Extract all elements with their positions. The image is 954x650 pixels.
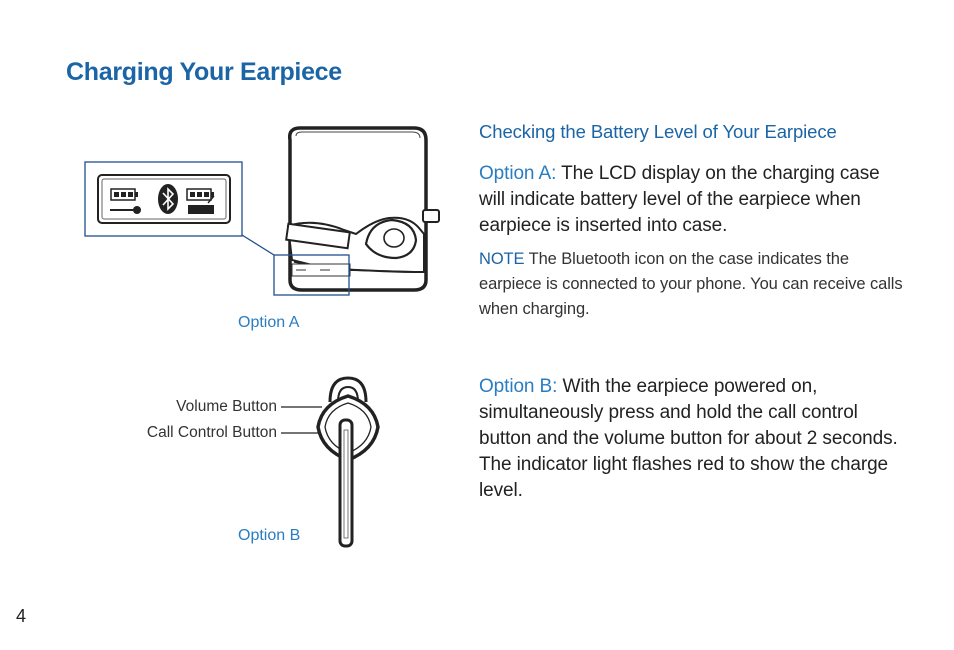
option-b-caption: Option B: [238, 527, 301, 544]
option-b-paragraph: Option B: With the earpiece powered on, …: [479, 374, 909, 504]
battery-icon: [110, 188, 138, 201]
note-paragraph: NOTE The Bluetooth icon on the case indi…: [479, 247, 909, 322]
charging-case-icon: [285, 126, 440, 292]
option-a-caption: Option A: [238, 314, 300, 331]
bluetooth-icon: [158, 184, 178, 214]
section-heading: Checking the Battery Level of Your Earpi…: [479, 121, 837, 142]
call-control-button-callout: Call Control Button: [146, 424, 277, 441]
charging-case-illustration: [84, 126, 440, 296]
option-a-label: Option A:: [479, 163, 557, 184]
earpiece-illustration: [281, 376, 380, 548]
note-text: The Bluetooth icon on the case indicates…: [479, 250, 903, 318]
option-a-paragraph: Option A: The LCD display on the chargin…: [479, 161, 909, 239]
page-title: Charging Your Earpiece: [66, 58, 342, 86]
battery-icon: [186, 188, 214, 201]
option-a-text: The LCD display on the charging case wil…: [479, 163, 880, 236]
volume-button-callout: Volume Button: [176, 398, 277, 415]
note-label: NOTE: [479, 250, 525, 268]
page-number: 4: [16, 606, 27, 626]
option-b-label: Option B:: [479, 376, 558, 397]
option-b-text: With the earpiece powered on, simultaneo…: [479, 376, 898, 501]
